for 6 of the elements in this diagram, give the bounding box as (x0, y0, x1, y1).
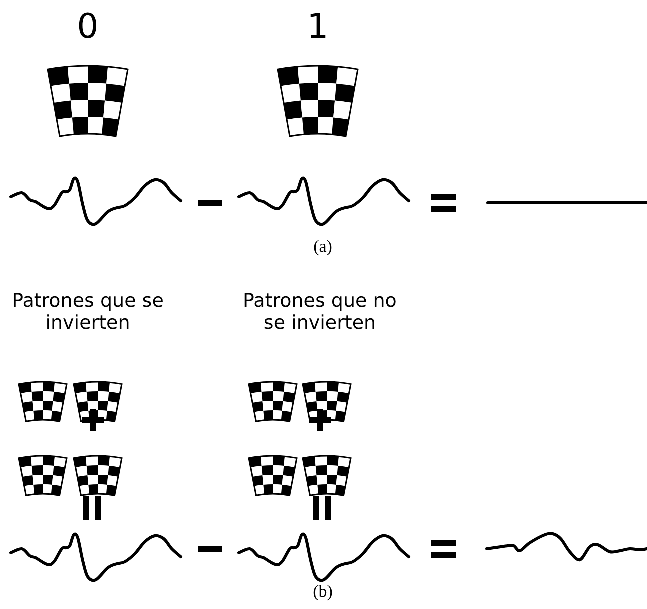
pattern-group-label: Patrones que se invierten (11, 291, 165, 335)
pattern-group-label: Patrones que no se invierten (242, 291, 398, 335)
panel-caption: (a) (312, 237, 334, 257)
digit-label: 1 (306, 8, 330, 48)
panel-caption: (b) (312, 582, 334, 602)
digit-label: 0 (76, 8, 100, 48)
